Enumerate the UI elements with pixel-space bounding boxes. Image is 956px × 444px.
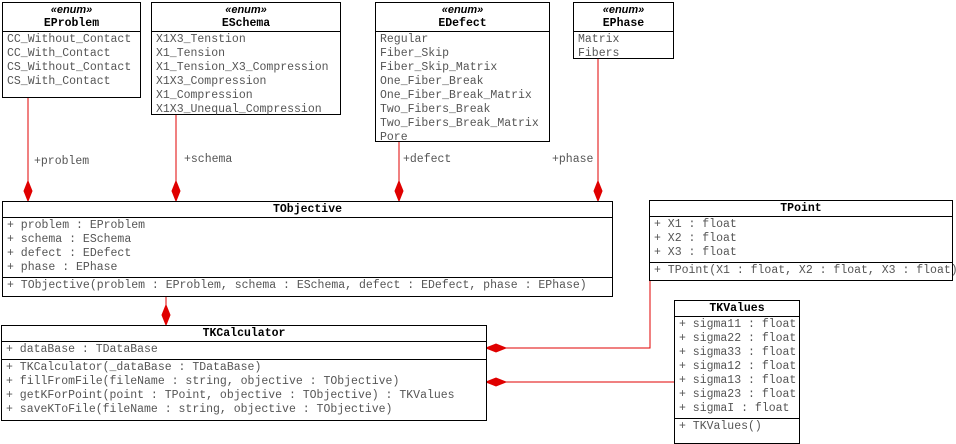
attribute: + sigmaI : float	[679, 402, 790, 415]
enum-value: Pore	[380, 131, 408, 144]
attribute: + sigma13 : float	[679, 374, 797, 387]
attribute: + phase : EPhase	[7, 261, 118, 274]
enum-value: Matrix	[578, 33, 620, 46]
enum-value: X1_Tension	[156, 47, 226, 60]
attribute: + sigma23 : float	[679, 388, 797, 401]
attribute: + sigma22 : float	[679, 332, 797, 345]
enum-value: Two_Fibers_Break	[380, 103, 491, 116]
attribute: + dataBase : TDataBase	[6, 343, 158, 356]
attribute: + schema : ESchema	[7, 233, 132, 246]
enum-value: Two_Fibers_Break_Matrix	[380, 117, 539, 130]
class-name: TKCalculator	[2, 326, 486, 342]
stereotype: «enum»	[50, 4, 93, 16]
attribute: + defect : EDefect	[7, 247, 132, 260]
enum-value: X1X3_Compression	[156, 75, 267, 88]
class-name: TKValues	[675, 301, 799, 317]
enum-value: Fiber_Skip	[380, 47, 450, 60]
association-label-phase: +phase	[552, 153, 594, 166]
stereotype: «enum»	[441, 4, 484, 16]
enum-value: CC_Without_Contact	[7, 33, 132, 46]
class-tobjective[interactable]: TObjective + problem : EProblem+ schema …	[2, 201, 613, 297]
attribute: + problem : EProblem	[7, 219, 146, 232]
composition-diamond	[484, 377, 508, 387]
enum-value: One_Fiber_Break	[380, 75, 484, 88]
method: + TKCalculator(_dataBase : TDataBase)	[6, 361, 262, 374]
attribute: + X3 : float	[654, 246, 737, 259]
enum-value: X1X3_Tenstion	[156, 33, 246, 46]
stereotype: «enum»	[225, 4, 267, 16]
class-name: EDefect	[438, 17, 487, 30]
class-tkcalculator[interactable]: TKCalculator + dataBase : TDataBase + TK…	[1, 325, 487, 421]
enum-value: CC_With_Contact	[7, 47, 111, 60]
enum-value: Fibers	[578, 47, 620, 60]
composition-diamond	[484, 343, 508, 353]
enum-value: Fiber_Skip_Matrix	[380, 61, 498, 74]
enum-value: CS_Without_Contact	[7, 61, 132, 74]
composition-diamond	[161, 303, 171, 327]
composition-diamond	[593, 179, 603, 203]
method: + TPoint(X1 : float, X2 : float, X3 : fl…	[654, 264, 956, 277]
method: + getKForPoint(point : TPoint, objective…	[6, 389, 455, 402]
enum-value: X1_Tension_X3_Compression	[156, 61, 329, 74]
enum-value: X1_Compression	[156, 89, 253, 102]
enum-value: Regular	[380, 33, 429, 46]
attribute: + sigma33 : float	[679, 346, 797, 359]
enum-value: CS_With_Contact	[7, 75, 111, 88]
composition-diamond	[171, 179, 181, 203]
enum-value: One_Fiber_Break_Matrix	[380, 89, 532, 102]
attribute: + sigma12 : float	[679, 360, 797, 373]
attribute: + sigma11 : float	[679, 318, 797, 331]
class-name: ESchema	[221, 17, 271, 30]
method: + TObjective(problem : EProblem, schema …	[7, 279, 587, 292]
method: + TKValues()	[679, 420, 762, 433]
class-name: EPhase	[602, 17, 645, 30]
enum-value: X1X3_Unequal_Compression	[156, 103, 322, 116]
class-name: TObjective	[3, 202, 612, 218]
class-tpoint[interactable]: TPoint + X1 : float+ X2 : float+ X3 : fl…	[649, 200, 956, 281]
class-name: EProblem	[43, 17, 100, 30]
class-name: TPoint	[650, 201, 952, 217]
method: + fillFromFile(fileName : string, object…	[6, 375, 400, 388]
method: + saveKToFile(fileName : string, objecti…	[6, 403, 393, 416]
attribute: + X1 : float	[654, 218, 737, 231]
attribute: + X2 : float	[654, 232, 737, 245]
composition-diamond	[23, 179, 33, 203]
composition-diamond	[394, 179, 404, 203]
stereotype: «enum»	[602, 4, 645, 16]
association-label-defect: +defect	[403, 153, 452, 166]
association-label-schema: +schema	[184, 153, 233, 166]
class-tkvalues[interactable]: TKValues + sigma11 : float+ sigma22 : fl…	[674, 300, 800, 444]
association-label-problem: +problem	[34, 155, 90, 168]
